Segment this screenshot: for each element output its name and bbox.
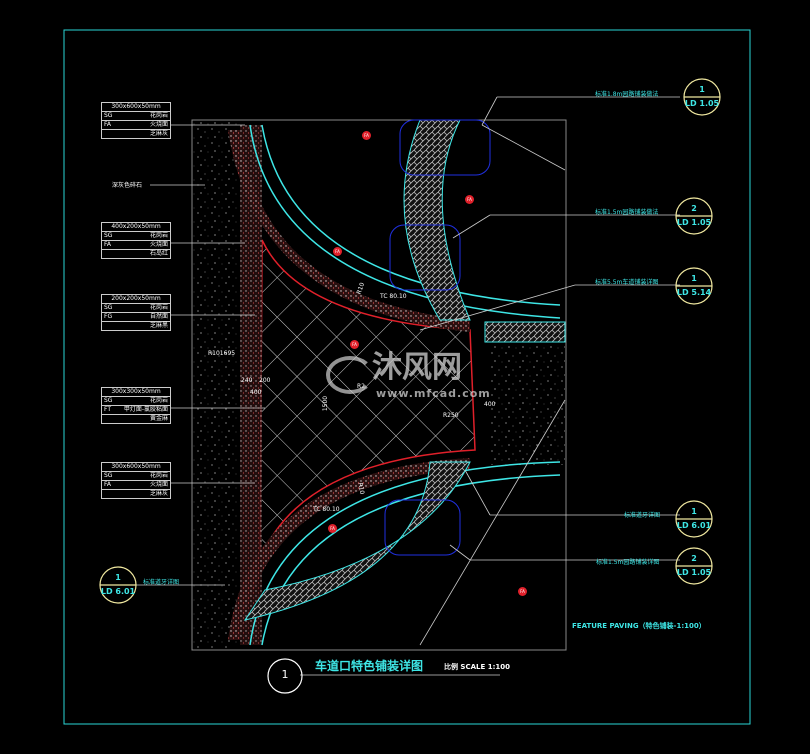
- sheet-frame: [63, 29, 751, 725]
- callout-ref: LD 5.14: [676, 288, 712, 297]
- callout-text: 标准1.5m园路铺装做法: [595, 209, 659, 216]
- gravel-area-right: [490, 345, 565, 465]
- garden-path-top: [403, 119, 471, 321]
- title-number: 1: [281, 668, 289, 681]
- plan-boundary: [191, 119, 567, 651]
- tree-outline: [399, 119, 491, 176]
- callout-text: 标准1.5m园路铺装详图: [596, 559, 660, 566]
- callout-ref: LD 1.05: [676, 568, 712, 577]
- diamond-paving: [259, 239, 476, 561]
- drawing-title: 车道口特色铺装详图: [315, 659, 424, 673]
- callout-ref: LD 1.05: [684, 99, 720, 108]
- fa-marker: FA: [465, 195, 474, 204]
- callout-number: 1: [691, 507, 697, 516]
- callout-text: 标准1.8m园路铺装做法: [595, 91, 659, 98]
- fa-marker: FA: [333, 247, 342, 256]
- dimension-label: 400: [250, 389, 262, 396]
- radius-label: R250: [443, 412, 459, 419]
- callout-text: 标准5.5m车道铺装详图: [595, 279, 659, 286]
- callout-number: 1: [115, 573, 121, 582]
- garden-path-bottom: [243, 461, 471, 621]
- callout-number: 2: [691, 204, 697, 213]
- radius-label: R101695: [208, 350, 236, 357]
- driveway-paving: [484, 321, 566, 343]
- leader-lines: [130, 96, 680, 676]
- tc-label: TC 80.10: [313, 506, 340, 513]
- fa-marker: FA: [328, 524, 337, 533]
- callout-text: 标准道牙详图: [143, 579, 180, 586]
- feature-paving-label: FEATURE PAVING（特色铺装-1:100）: [572, 622, 706, 630]
- callout-number: 1: [699, 85, 705, 94]
- radius-label: R10: [356, 482, 366, 495]
- watermark-text: 沐风网: [372, 350, 462, 385]
- callout-ref: LD 6.01: [676, 521, 712, 530]
- dimension-label: 400: [484, 401, 496, 408]
- callout-ref: LD 6.01: [100, 587, 136, 596]
- dimension-label: 240: [241, 377, 253, 384]
- drawing-scale: 比例 SCALE 1:100: [444, 663, 510, 671]
- tree-outline: [389, 224, 461, 291]
- title-circle: [267, 658, 303, 694]
- dimension-label: 1500: [322, 395, 330, 412]
- gravel-area: [193, 121, 238, 649]
- radius-label: R10: [355, 281, 367, 296]
- fa-marker: FA: [518, 587, 527, 596]
- watermark-url: www.mfcad.com: [376, 387, 491, 400]
- tree-outline: [384, 499, 461, 556]
- speckle-border: [228, 130, 470, 332]
- callout-text: 标准道牙详图: [624, 512, 661, 519]
- fa-marker: FA: [362, 131, 371, 140]
- tc-label: TC 80.10: [380, 293, 407, 300]
- fa-marker: FA: [350, 340, 359, 349]
- speckle-border: [228, 458, 470, 640]
- gravel-label: 深灰色碎石: [112, 182, 143, 189]
- callout-number: 1: [691, 274, 697, 283]
- watermark-logo: [326, 356, 374, 394]
- dimension-label: 200: [259, 377, 271, 384]
- speckle-border: [240, 125, 262, 645]
- curb-line: [261, 124, 561, 306]
- callout-ref: LD 1.05: [676, 218, 712, 227]
- callout-number: 2: [691, 554, 697, 563]
